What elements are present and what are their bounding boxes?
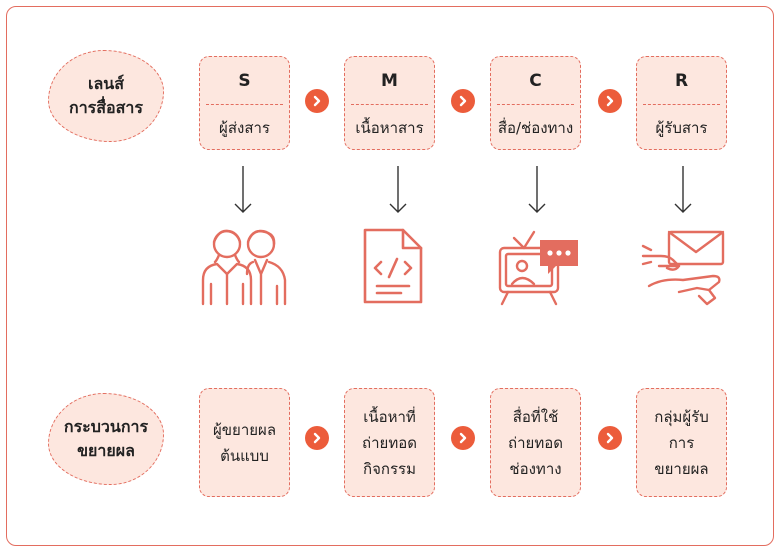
card-role: ผู้รับสาร [655, 118, 708, 137]
people-icon [201, 229, 287, 306]
row1-label: เลนส์ การสื่อสาร [69, 74, 143, 117]
chevron-right-icon [451, 426, 475, 450]
chevron-right-icon [305, 89, 329, 113]
code-document-icon [363, 228, 423, 304]
card-role: เนื้อหาสาร [355, 118, 424, 137]
card-letter: S [238, 70, 251, 91]
envelope-hand-icon [641, 230, 725, 306]
process-card-3: สื่อที่ใช้ ถ่ายทอด ช่องทาง [490, 388, 581, 497]
card-role: สื่อ/ช่องทาง [497, 118, 574, 137]
smcr-card-s: S ผู้ส่งสาร [199, 56, 290, 150]
card-letter: M [381, 70, 398, 91]
chevron-right-icon [598, 426, 622, 450]
process-card-4: กลุ่มผู้รับ การ ขยายผล [636, 388, 727, 497]
card-letter: R [674, 70, 689, 91]
down-arrow-icon [528, 166, 546, 213]
card-divider [351, 104, 428, 105]
chevron-right-icon [305, 426, 329, 450]
smcr-card-m: M เนื้อหาสาร [344, 56, 435, 150]
row2-label: กระบวนการ ขยายผล [63, 417, 149, 460]
chevron-right-icon [451, 89, 475, 113]
diagram-frame [6, 6, 774, 546]
card-letter: C [529, 70, 542, 91]
process-card-text: ผู้ขยายผล ต้นแบบ [212, 420, 277, 465]
card-divider [497, 104, 574, 105]
row2-label-blob: กระบวนการ ขยายผล [48, 393, 164, 485]
tv-chat-icon [498, 230, 578, 306]
smcr-card-c: C สื่อ/ช่องทาง [490, 56, 581, 150]
process-card-text: กลุ่มผู้รับ การ ขยายผล [654, 407, 709, 478]
smcr-card-r: R ผู้รับสาร [636, 56, 727, 150]
card-divider [206, 104, 283, 105]
process-card-text: สื่อที่ใช้ ถ่ายทอด ช่องทาง [508, 407, 563, 478]
process-card-1: ผู้ขยายผล ต้นแบบ [199, 388, 290, 497]
process-card-2: เนื้อหาที่ ถ่ายทอด กิจกรรม [344, 388, 435, 497]
down-arrow-icon [674, 166, 692, 213]
card-role: ผู้ส่งสาร [219, 118, 270, 137]
chevron-right-icon [598, 89, 622, 113]
process-card-text: เนื้อหาที่ ถ่ายทอด กิจกรรม [362, 407, 417, 478]
down-arrow-icon [389, 166, 407, 213]
row1-label-blob: เลนส์ การสื่อสาร [48, 50, 164, 142]
card-divider [643, 104, 720, 105]
down-arrow-icon [234, 166, 252, 213]
